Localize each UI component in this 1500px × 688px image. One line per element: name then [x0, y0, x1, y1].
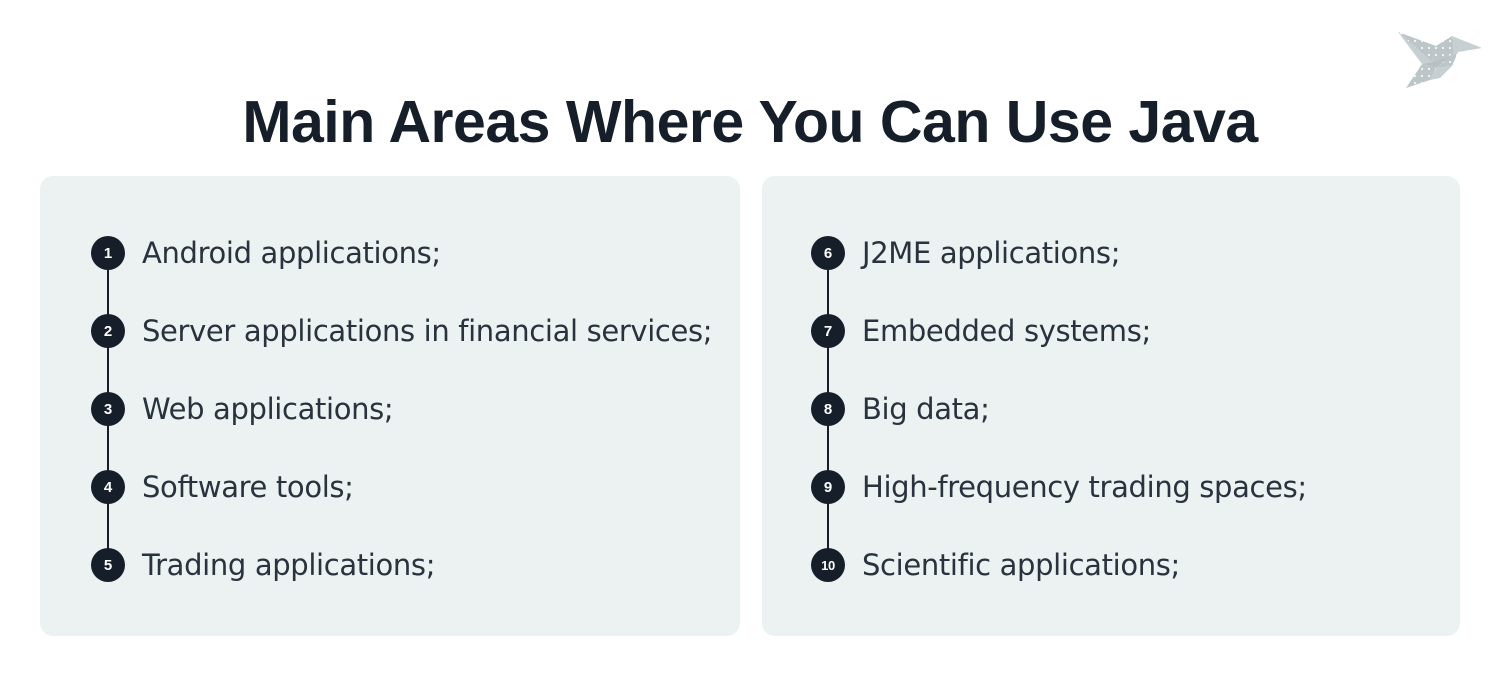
list-item-label: High-frequency trading spaces; [862, 470, 1307, 504]
list-item-label: Big data; [862, 392, 990, 426]
list-item[interactable]: 6 J2ME applications; [811, 236, 1120, 270]
list-item-label: Web applications; [142, 392, 394, 426]
list-item[interactable]: 3 Web applications; [91, 392, 394, 426]
list-item-number-badge: 2 [91, 314, 125, 348]
list-item-number-badge: 3 [91, 392, 125, 426]
list-item[interactable]: 8 Big data; [811, 392, 990, 426]
list-item-number-badge: 8 [811, 392, 845, 426]
list-item[interactable]: 2 Server applications in financial servi… [91, 314, 713, 348]
left-card: 1 Android applications; 2 Server applica… [40, 176, 740, 636]
list-item-number-badge: 5 [91, 548, 125, 582]
list-item[interactable]: 4 Software tools; [91, 470, 354, 504]
right-list: 6 J2ME applications; 7 Embedded systems;… [762, 176, 1460, 636]
list-item-label: Scientific applications; [862, 548, 1180, 582]
list-item-number-badge: 9 [811, 470, 845, 504]
page-title: Main Areas Where You Can Use Java [242, 88, 1258, 155]
list-item[interactable]: 9 High-frequency trading spaces; [811, 470, 1307, 504]
list-item-number-badge: 10 [811, 548, 845, 582]
list-item-number-badge: 6 [811, 236, 845, 270]
list-item-number-badge: 4 [91, 470, 125, 504]
list-item[interactable]: 1 Android applications; [91, 236, 441, 270]
list-item[interactable]: 7 Embedded systems; [811, 314, 1151, 348]
list-item-number-badge: 7 [811, 314, 845, 348]
list-item-label: Trading applications; [142, 548, 436, 582]
right-card: 6 J2ME applications; 7 Embedded systems;… [762, 176, 1460, 636]
list-item-label: Embedded systems; [862, 314, 1151, 348]
list-item[interactable]: 10 Scientific applications; [811, 548, 1180, 582]
list-item-label: J2ME applications; [862, 236, 1121, 270]
list-item-label: Android applications; [142, 236, 441, 270]
list-item-number-badge: 1 [91, 236, 125, 270]
list-item[interactable]: 5 Trading applications; [91, 548, 435, 582]
list-item-label: Software tools; [142, 470, 354, 504]
origami-bird-logo [1392, 18, 1488, 94]
left-list: 1 Android applications; 2 Server applica… [40, 176, 740, 636]
list-item-label: Server applications in financial service… [142, 314, 713, 348]
